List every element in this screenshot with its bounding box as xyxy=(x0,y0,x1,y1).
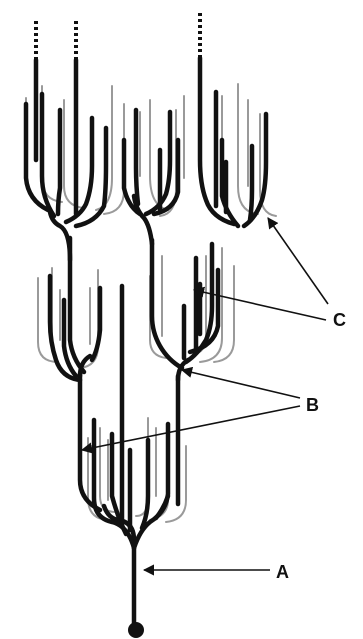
arrow-c-upper xyxy=(268,218,328,304)
dark-branches xyxy=(26,58,266,626)
arrow-b-lower xyxy=(82,406,300,450)
dashed-extensions xyxy=(36,12,200,60)
arrow-b-upper xyxy=(182,370,300,398)
label-c: C xyxy=(333,310,346,330)
label-a: A xyxy=(276,562,289,582)
root-node xyxy=(128,622,144,638)
label-b: B xyxy=(306,395,319,415)
